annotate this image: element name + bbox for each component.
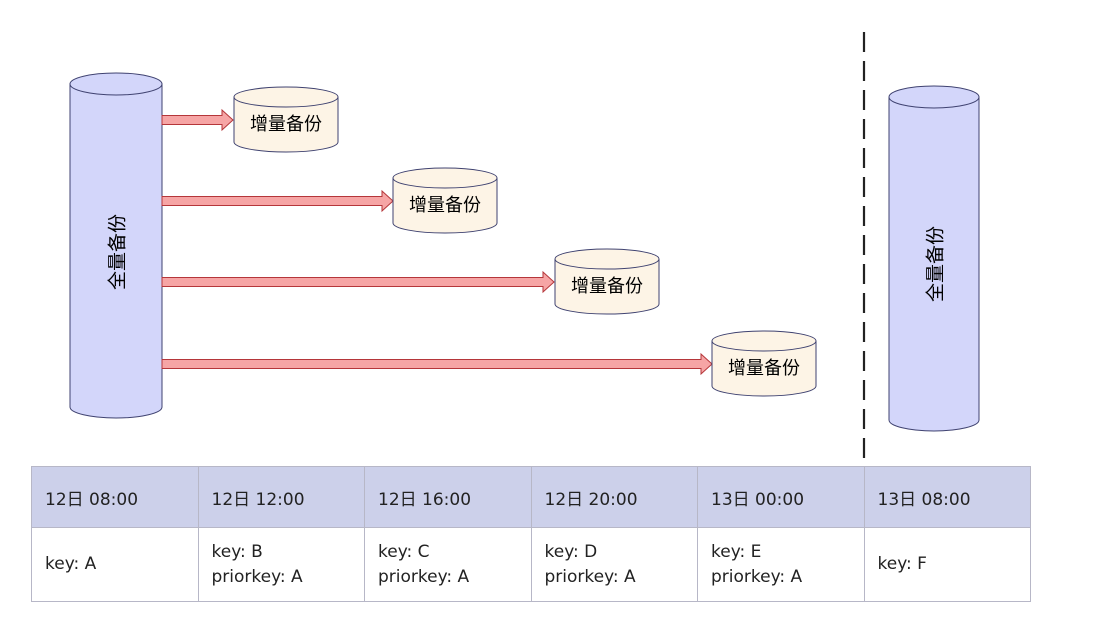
key-row: key: A key: B priorkey: A key: C priorke… xyxy=(31,527,1031,602)
full-backup-label: 全量备份 xyxy=(925,226,947,302)
incremental-backup-label: 增量备份 xyxy=(728,358,800,379)
time-cell: 12日 12:00 xyxy=(197,466,365,528)
key-line: key: A xyxy=(45,554,97,574)
time-cell: 12日 08:00 xyxy=(31,466,199,528)
priorkey-line: priorkey: A xyxy=(711,566,803,587)
key-line: key: D xyxy=(544,541,598,562)
arrow-4 xyxy=(161,352,713,376)
time-cell: 12日 20:00 xyxy=(530,466,698,528)
key-cell: key: F xyxy=(863,527,1031,602)
key-line: key: E xyxy=(711,541,762,562)
incremental-backup-3: 增量备份 xyxy=(554,248,660,315)
key-line: key: C xyxy=(378,541,430,562)
priorkey-line: priorkey: A xyxy=(211,566,303,587)
full-backup-cylinder-right: 全量备份 xyxy=(888,85,980,432)
full-backup-cylinder-left: 全量备份 xyxy=(69,72,163,419)
incremental-backup-2: 增量备份 xyxy=(392,167,498,234)
incremental-backup-label: 增量备份 xyxy=(571,276,643,297)
incremental-backup-label: 增量备份 xyxy=(250,114,322,135)
time-cell: 13日 00:00 xyxy=(697,466,865,528)
arrow-2 xyxy=(161,189,394,213)
arrow-1 xyxy=(161,108,234,132)
time-row: 12日 08:00 12日 12:00 12日 16:00 12日 20:00 … xyxy=(31,466,1031,528)
arrow-3 xyxy=(161,270,555,294)
key-cell: key: C priorkey: A xyxy=(364,527,532,602)
time-cell: 13日 08:00 xyxy=(863,466,1031,528)
incremental-backup-4: 增量备份 xyxy=(711,330,817,397)
key-cell: key: A xyxy=(31,527,199,602)
priorkey-line: priorkey: A xyxy=(378,566,470,587)
time-cell: 12日 16:00 xyxy=(364,466,532,528)
key-cell: key: B priorkey: A xyxy=(197,527,365,602)
incremental-backup-label: 增量备份 xyxy=(409,195,481,216)
incremental-backup-1: 增量备份 xyxy=(233,86,339,153)
timeline-table: 12日 08:00 12日 12:00 12日 16:00 12日 20:00 … xyxy=(31,466,1031,602)
key-cell: key: D priorkey: A xyxy=(530,527,698,602)
key-line: key: B xyxy=(211,541,263,562)
priorkey-line: priorkey: A xyxy=(544,566,636,587)
key-line: key: F xyxy=(877,554,927,574)
backup-diagram: 全量备份 增量备份 增量备份 增量备份 增量备份 全量备份 xyxy=(69,32,980,466)
key-cell: key: E priorkey: A xyxy=(697,527,865,602)
full-backup-label: 全量备份 xyxy=(107,214,129,290)
